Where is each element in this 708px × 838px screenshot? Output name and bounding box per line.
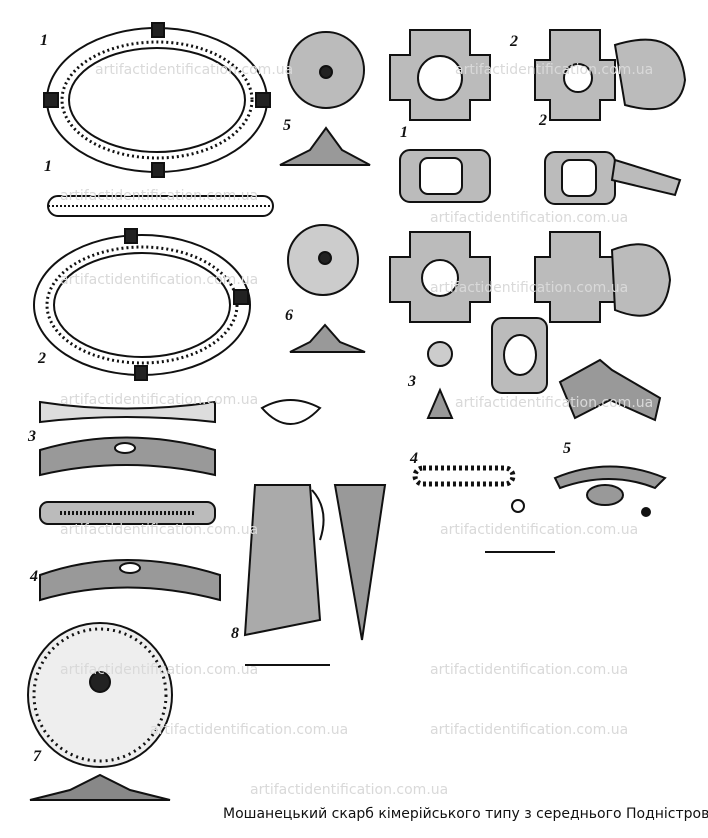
tube-piece [491, 317, 548, 394]
phalera-5 [279, 31, 371, 166]
socketed-axe-8 [243, 399, 387, 666]
label-left-1: 1 [40, 32, 48, 49]
label-left-7: 7 [33, 748, 41, 765]
bent-bar-5 [553, 358, 667, 517]
label-right-1: 1 [400, 124, 408, 141]
cheek-piece-4 [39, 559, 221, 602]
label-right-4: 4 [410, 450, 418, 467]
label-left-6: 6 [285, 307, 293, 324]
label-left-3: 3 [28, 428, 36, 445]
label-left-4: 4 [30, 568, 38, 585]
cross-piece-1 [389, 29, 491, 323]
label-right-5: 5 [563, 440, 571, 457]
label-right-2: 2 [510, 33, 518, 50]
phalera-7 [27, 622, 173, 801]
label-left-1b: 1 [44, 158, 52, 175]
label-right-2b: 2 [539, 112, 547, 129]
label-left-2: 2 [38, 350, 46, 367]
bead-3 [426, 341, 454, 419]
oval-bracelet-1 [43, 22, 271, 178]
label-left-5: 5 [283, 117, 291, 134]
label-right-3: 3 [408, 373, 416, 390]
label-left-8: 8 [231, 625, 239, 642]
phalera-6 [287, 224, 366, 353]
cheek-piece-3 [39, 400, 216, 525]
spiral-4 [412, 465, 525, 513]
cross-piece-2 [534, 29, 687, 323]
oval-bracelet-2 [33, 228, 251, 381]
caption: Мошанецький скарб кімерійського типу з с… [223, 806, 708, 822]
